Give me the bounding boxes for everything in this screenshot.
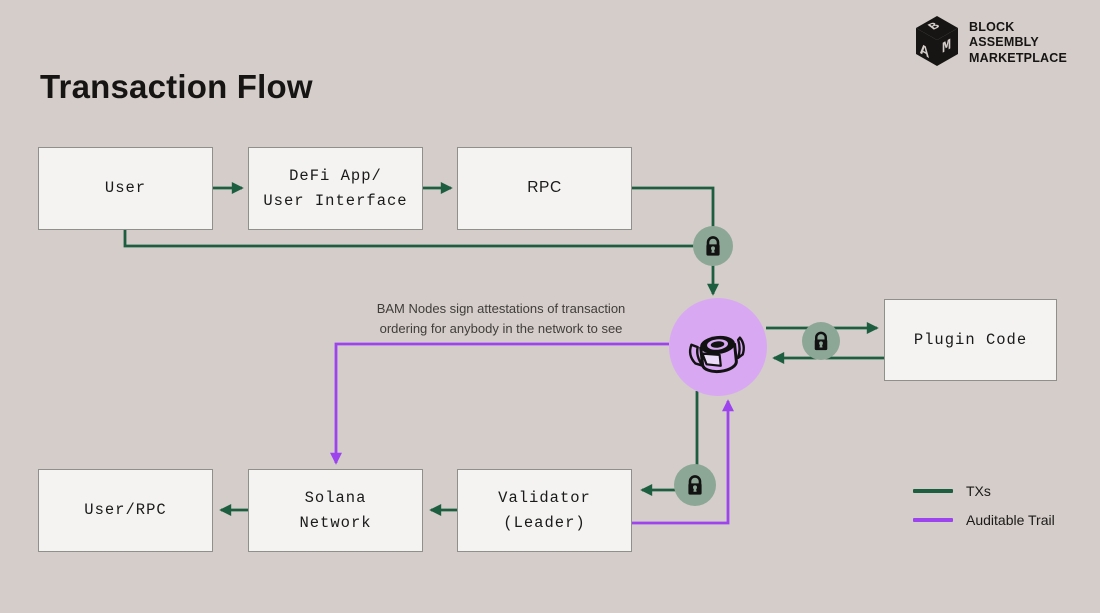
node-user-rpc: User/RPC: [38, 469, 213, 552]
logo-line-2: ASSEMBLY: [969, 35, 1039, 50]
node-plugin-code: Plugin Code: [884, 299, 1057, 381]
node-solana-network: Solana Network: [248, 469, 423, 552]
logo-line-3: MARKETPLACE: [969, 50, 1068, 65]
node-user: User: [38, 147, 213, 230]
lock-bam-to-validator: [674, 464, 716, 506]
svg-text:M: M: [942, 36, 951, 58]
legend-label-txs: TXs: [966, 483, 991, 499]
bam-attestation-note: BAM Nodes sign attestations of transacti…: [376, 301, 626, 336]
lock-bam-to-plugin: [802, 322, 840, 360]
page-title: Transaction Flow: [40, 68, 313, 105]
node-defi-app: DeFi App/ User Interface: [248, 147, 423, 230]
logo-line-1: BLOCK: [969, 20, 1015, 34]
legend-item-auditable-trail: Auditable Trail: [913, 512, 1055, 528]
legend-label-auditable-trail: Auditable Trail: [966, 512, 1055, 528]
svg-text:A: A: [920, 41, 929, 63]
wire-bam-to-solana-trail: [330, 342, 669, 465]
node-rpc: RPC: [457, 147, 632, 230]
bam-barrel-icon: [688, 335, 745, 374]
tx-wires: [123, 182, 884, 516]
auditable-trail-wires: [330, 342, 734, 525]
bam-node-circle: [669, 298, 767, 396]
lock-rpc-to-bam: [693, 226, 733, 266]
auditable-trail-line-swatch: [913, 518, 953, 522]
bam-cube-logo-icon: B A M: [916, 16, 958, 66]
legend: TXs Auditable Trail: [913, 483, 1055, 528]
wire-user-to-bam: [123, 230, 713, 248]
wire-validator-to-bam-trail: [632, 399, 734, 525]
lock-badges: [674, 226, 840, 506]
logo-wordmark: BLOCK ASSEMBLY MARKETPLACE: [969, 20, 1067, 66]
txs-line-swatch: [913, 489, 953, 493]
legend-item-txs: TXs: [913, 483, 1055, 499]
bam-logo: B A M BLOCK ASSEMBLY MARKETPLACE: [913, 15, 1067, 68]
node-validator-leader: Validator (Leader): [457, 469, 632, 552]
